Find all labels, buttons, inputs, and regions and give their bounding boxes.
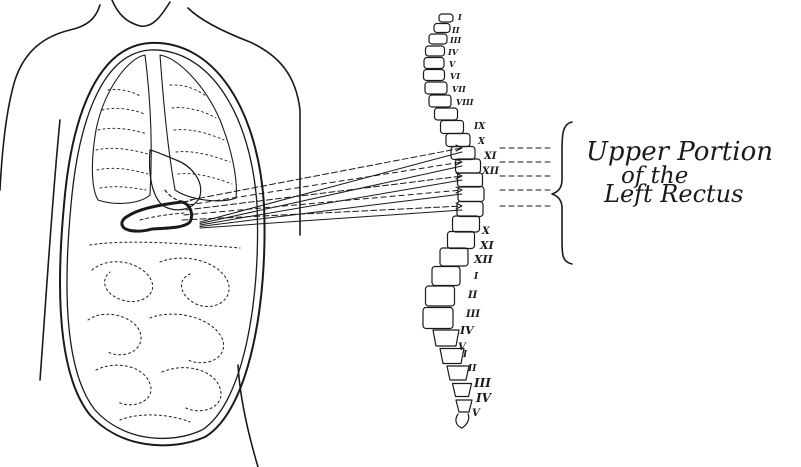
vertebra-18: [448, 232, 475, 249]
vertebra-8: [429, 95, 451, 107]
thoracic-label-8: VIII: [456, 97, 474, 107]
body-cavity: [60, 43, 265, 445]
lumbar-label-3: III: [465, 309, 480, 320]
thoracic-label-11: XI: [483, 151, 497, 162]
heart: [150, 150, 201, 210]
vertebra-11: [446, 134, 470, 147]
right-lung: [92, 55, 151, 203]
vertebra-4: [426, 46, 445, 56]
lumbar-label-1: I: [473, 272, 479, 282]
vertebra-9: [435, 108, 458, 120]
torso-outline: [0, 0, 300, 467]
lower-thoracic-label-11: XI: [479, 239, 495, 252]
sacral-label-2: II: [467, 364, 477, 374]
sacral-label-3: III: [473, 376, 491, 390]
thoracic-label-10: X: [477, 137, 486, 147]
vertebra-10: [441, 121, 464, 134]
lumbar-label-4: IV: [459, 324, 475, 337]
stomach: [122, 202, 192, 231]
vertebra-5: [424, 58, 444, 69]
vertebra-7: [425, 82, 447, 94]
vertebra-17: [453, 216, 480, 232]
sacral-segment-4: [453, 384, 472, 397]
lumbar-label-2: II: [467, 290, 478, 301]
vertebra-22: [423, 308, 453, 329]
thoracic-label-2: II: [451, 25, 460, 35]
vertebra-21: [426, 286, 455, 306]
caption: Upper Portion of the Left Rectus: [586, 137, 773, 208]
sacral-segment-5: [456, 400, 472, 412]
caption-line-3: Left Rectus: [603, 180, 743, 208]
lower-thoracic-label-12: XII: [473, 253, 494, 266]
viscera-to-segment-line-1: [190, 148, 462, 200]
viscera-to-segment-line-2: [188, 162, 462, 205]
vertebra-3: [429, 34, 447, 44]
thoracic-label-5: V: [449, 59, 456, 69]
thoracic-label-6: VI: [450, 71, 460, 81]
coccyx: [456, 414, 469, 428]
vertebra-20: [432, 267, 460, 286]
segment-return-line-2: [200, 166, 462, 224]
lower-thoracic-label-10: X: [481, 226, 491, 237]
vertebra-1: [439, 14, 453, 22]
thoracic-label-9: IX: [473, 122, 486, 132]
thoracic-label-4: IV: [447, 47, 459, 57]
thoracic-label-3: III: [449, 35, 461, 45]
vertebra-2: [434, 24, 450, 33]
nerve-connections: [182, 145, 552, 228]
intestines: [88, 242, 240, 422]
vertebra-19: [440, 248, 468, 266]
sacral-label-5: V: [472, 408, 481, 419]
sacral-segment-1: [433, 330, 459, 346]
thoracic-label-1: I: [457, 12, 462, 22]
vertebra-16: [457, 202, 483, 217]
thoracic-label-7: VII: [452, 84, 466, 94]
vertebra-12: [451, 147, 475, 160]
sacral-segment-3: [447, 366, 469, 380]
sacral-label-1: I: [462, 350, 468, 360]
thoracic-label-12: XII: [481, 166, 499, 177]
caption-brace: [552, 122, 572, 264]
sacral-label-4: IV: [475, 391, 493, 405]
vertebra-6: [424, 70, 445, 81]
